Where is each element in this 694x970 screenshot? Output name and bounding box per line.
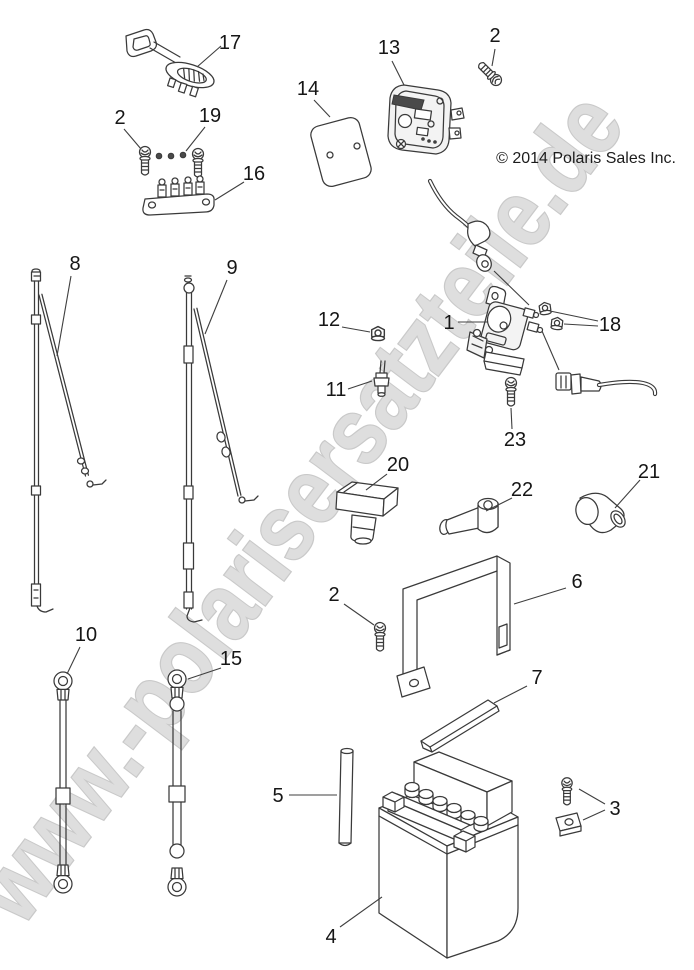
copyright-text: © 2014 Polaris Sales Inc. xyxy=(496,150,676,167)
part-10-battery-cable xyxy=(53,671,73,894)
part-2-screw-bracket xyxy=(373,621,387,652)
callout-23[interactable]: 23 xyxy=(504,429,526,451)
part-11-fitting xyxy=(373,360,390,397)
callout-16[interactable]: 16 xyxy=(243,163,265,185)
part-1-solenoid xyxy=(466,285,544,376)
part-3-bolt-nut xyxy=(555,777,582,837)
cable-end-boot xyxy=(541,330,658,397)
callout-15[interactable]: 15 xyxy=(220,648,242,670)
part-21-elbow-boot xyxy=(575,492,626,534)
callout-6[interactable]: 6 xyxy=(571,571,582,593)
callout-22[interactable]: 22 xyxy=(511,479,533,501)
part-12-nut xyxy=(370,325,386,342)
part-8-cable xyxy=(30,268,107,613)
callout-9[interactable]: 9 xyxy=(226,257,237,279)
callout-21[interactable]: 21 xyxy=(638,461,660,483)
callout-4[interactable]: 4 xyxy=(325,926,336,948)
watermark-text: www.-polarisersatzteile.de xyxy=(0,74,644,942)
part-23-screw xyxy=(504,376,518,407)
part-13-module xyxy=(387,84,465,155)
callout-1[interactable]: 1 xyxy=(443,312,454,334)
callout-2c[interactable]: 2 xyxy=(328,584,339,606)
part-7-strip xyxy=(420,699,500,753)
callout-5[interactable]: 5 xyxy=(272,785,283,807)
callout-18[interactable]: 18 xyxy=(599,314,621,336)
callout-20[interactable]: 20 xyxy=(387,454,409,476)
callout-19[interactable]: 19 xyxy=(199,105,221,127)
part-5-tube xyxy=(338,747,354,847)
part-20-boot xyxy=(335,481,399,545)
solenoid-wire xyxy=(427,178,530,306)
callout-8[interactable]: 8 xyxy=(69,253,80,275)
part-22-boot xyxy=(439,497,499,535)
part-15-battery-cable xyxy=(167,669,187,897)
callout-14[interactable]: 14 xyxy=(297,78,319,100)
callout-13[interactable]: 13 xyxy=(378,37,400,59)
callout-10[interactable]: 10 xyxy=(75,624,97,646)
callout-11[interactable]: 11 xyxy=(326,379,347,401)
callout-2a[interactable]: 2 xyxy=(114,107,125,129)
part-2-screw-top-right xyxy=(475,59,505,89)
part-18-nuts xyxy=(538,301,564,331)
part-9-cable xyxy=(182,275,259,623)
part-2-screws-top-left xyxy=(138,145,205,178)
callout-2b[interactable]: 2 xyxy=(489,25,500,47)
part-16-terminal-block xyxy=(142,175,215,216)
part-6-bracket xyxy=(396,555,511,698)
part-17-cover-plate xyxy=(125,28,215,98)
callout-3[interactable]: 3 xyxy=(609,798,620,820)
callout-17[interactable]: 17 xyxy=(219,32,241,54)
part-14-pad xyxy=(310,116,372,188)
callout-12[interactable]: 12 xyxy=(318,309,340,331)
part-4-battery xyxy=(378,751,519,959)
callout-7[interactable]: 7 xyxy=(531,667,542,689)
